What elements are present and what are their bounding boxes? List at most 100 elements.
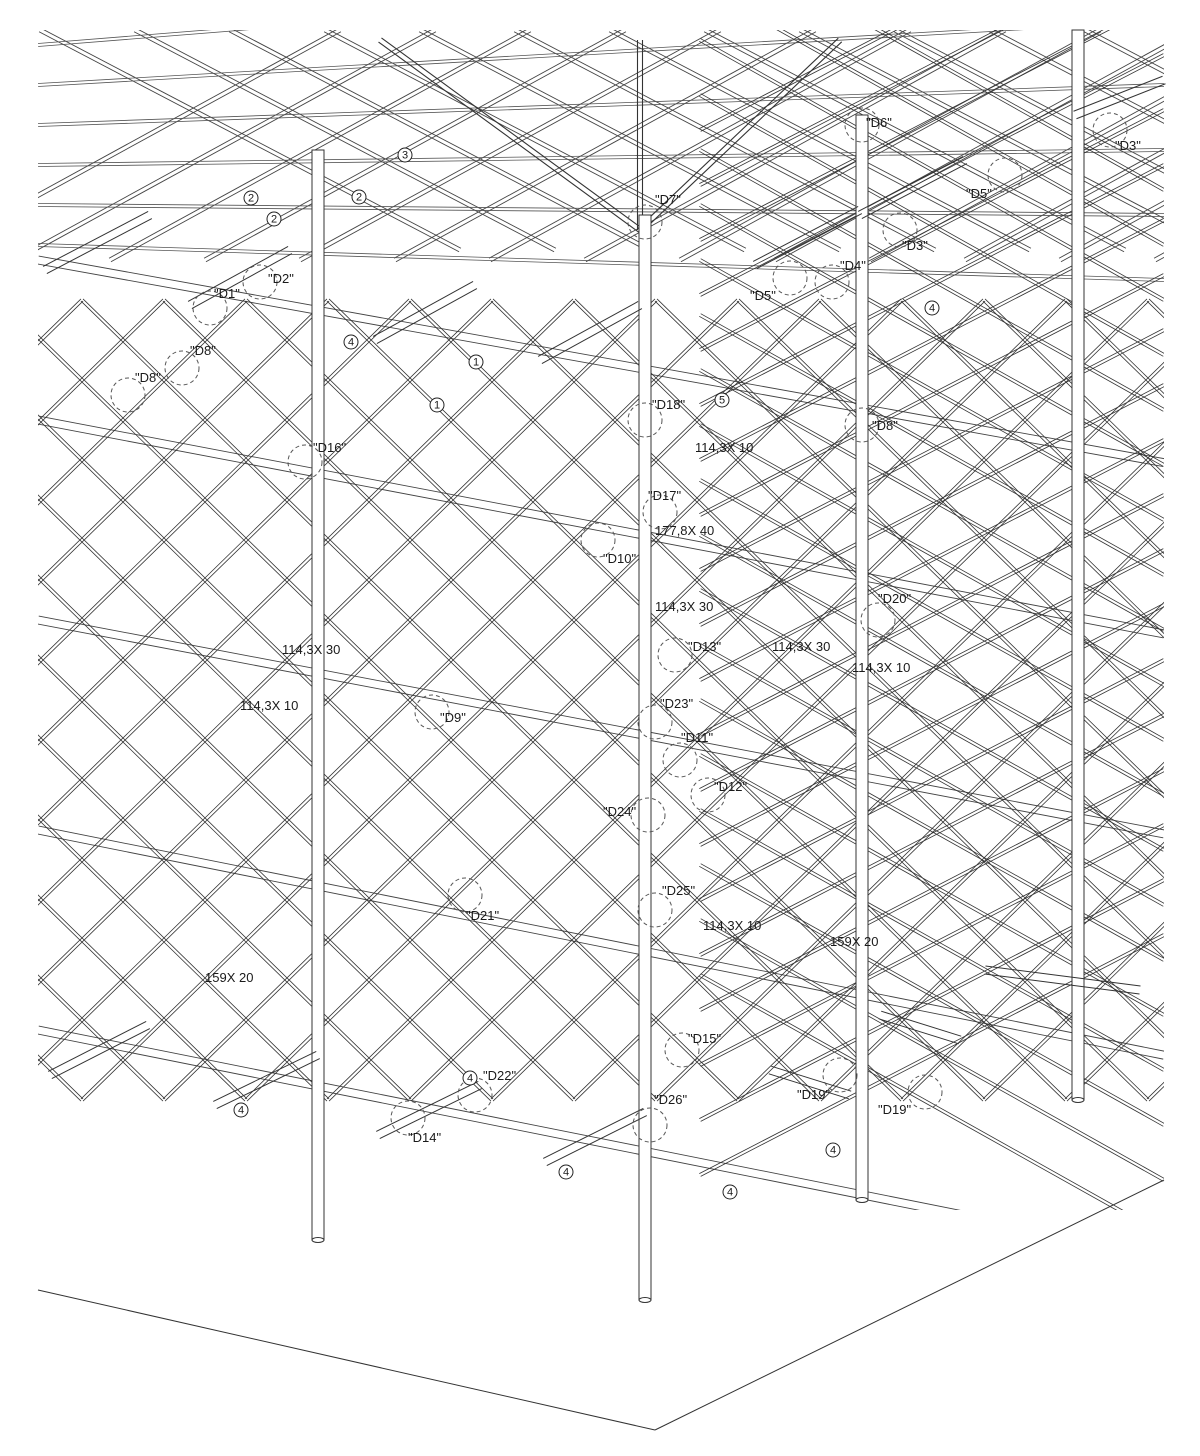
diagrid-member: [700, 38, 1164, 299]
section-label: 114,3X 30: [282, 642, 340, 657]
roof-chord: [488, 30, 907, 259]
roof-purlin: [38, 246, 1164, 282]
detail-callout: "D5": [750, 288, 776, 303]
diagrid-member: [38, 898, 246, 1102]
section-label: 159X 20: [205, 970, 253, 985]
member-marker-number: 4: [830, 1145, 836, 1157]
detail-circle: [414, 694, 450, 730]
diagrid-member: [699, 328, 1164, 570]
detail-callout: "D17": [648, 488, 681, 503]
diagrid-member: [880, 30, 1164, 189]
diagrid-member: [0, 299, 1, 1099]
diagrid-member: [699, 370, 1164, 632]
roof-chord: [395, 31, 817, 263]
edge-beam: [1073, 75, 1163, 112]
diagrid-member: [700, 643, 1164, 904]
member-marker: 1: [468, 354, 484, 370]
member-marker: 4: [462, 1070, 478, 1086]
edge-beam: [379, 1088, 482, 1140]
section-label: 114,3X 30: [772, 639, 830, 654]
diagrid-member: [699, 755, 1164, 1017]
diagrid-member: [700, 111, 1164, 352]
diagrid-member: [38, 298, 574, 822]
diagrid-member: [874, 30, 1164, 192]
roof-chord: [988, 31, 1164, 124]
diagrid-member: [38, 654, 494, 1100]
diagrid-member: [699, 590, 1164, 852]
roof-chord: [1060, 204, 1164, 263]
diagrid-member: [246, 300, 1068, 1102]
member-marker: 2: [351, 189, 367, 205]
column-base: [1071, 1097, 1085, 1103]
ledger-beam: [38, 623, 1164, 839]
column-base: [855, 1197, 869, 1203]
diagrid-member: [699, 480, 1164, 742]
roof-chord: [678, 30, 1097, 259]
edge-beam: [187, 246, 289, 302]
detail-callout: "D3": [1115, 138, 1141, 153]
edge-beam: [372, 281, 474, 337]
detail-callout: "D5": [966, 186, 992, 201]
edge-beam: [771, 1065, 852, 1092]
detail-circle: [627, 204, 663, 240]
diagrid-member: [699, 315, 1164, 577]
member-marker-number: 4: [563, 1167, 569, 1179]
detail-callout: "D23": [660, 696, 693, 711]
roof-chord: [1058, 200, 1164, 259]
member-marker-number: 4: [348, 337, 354, 349]
diagrid-member: [820, 298, 1164, 635]
diagrid-member: [818, 761, 1164, 1100]
diagrid-member: [492, 445, 1164, 1102]
edge-beam: [768, 1073, 849, 1100]
diagrid-member: [902, 845, 1164, 1102]
diagrid-member: [699, 878, 1164, 1120]
column: [638, 214, 652, 1301]
roof-chord: [993, 30, 1164, 120]
diagrid-member: [699, 920, 1164, 1182]
diagrid-member: [1146, 1081, 1164, 1100]
column: [311, 149, 325, 1241]
diagrid-member: [326, 300, 1148, 1102]
diagrid-member: [699, 975, 1118, 1210]
ledger-beam: [38, 615, 1164, 831]
detail-circle: [907, 1074, 943, 1110]
roof-chord: [298, 30, 717, 259]
detail-callout: "D19": [797, 1087, 830, 1102]
diagrid-member: [700, 918, 1164, 1179]
member-marker-number: 1: [473, 357, 479, 369]
diagrid-member: [700, 386, 1164, 627]
diagrid-member: [700, 30, 898, 132]
member-marker-number: 4: [467, 1073, 473, 1085]
diagrid-member: [818, 300, 1164, 639]
roof-chord: [963, 148, 1164, 259]
diagrid-member: [80, 298, 902, 1100]
diagrid-member: [699, 383, 1164, 625]
roof-chord: [703, 31, 1125, 253]
diagrid-member: [38, 494, 658, 1100]
diagrid-member: [38, 300, 740, 986]
ground-line: [37, 1289, 656, 1431]
roof-chord: [38, 31, 460, 253]
edge-beam: [537, 301, 639, 357]
diagrid-member: [700, 496, 1164, 737]
diagrid-member: [699, 700, 1164, 962]
edge-beam: [376, 288, 478, 344]
roof-chord: [893, 31, 1164, 174]
detail-circle: [987, 157, 1023, 193]
diagrid-member: [699, 823, 1164, 1065]
roof-chord: [1153, 252, 1164, 259]
diagrid-member: [1148, 298, 1164, 315]
roof-purlin: [38, 86, 1164, 127]
diagrid-member: [410, 365, 1164, 1102]
section-label: 114,3X 10: [240, 698, 298, 713]
diagrid-member: [162, 300, 984, 1102]
member-marker-number: 3: [402, 150, 408, 162]
roof-chord: [38, 30, 432, 246]
diagrid-member: [38, 738, 410, 1102]
diagrid-member: [699, 108, 1164, 350]
diagrid-member: [700, 551, 1164, 792]
edge-beam: [47, 1020, 147, 1072]
roof-chord: [423, 30, 842, 249]
diagrid-member: [38, 300, 412, 666]
diagrid-member: [700, 478, 1164, 739]
